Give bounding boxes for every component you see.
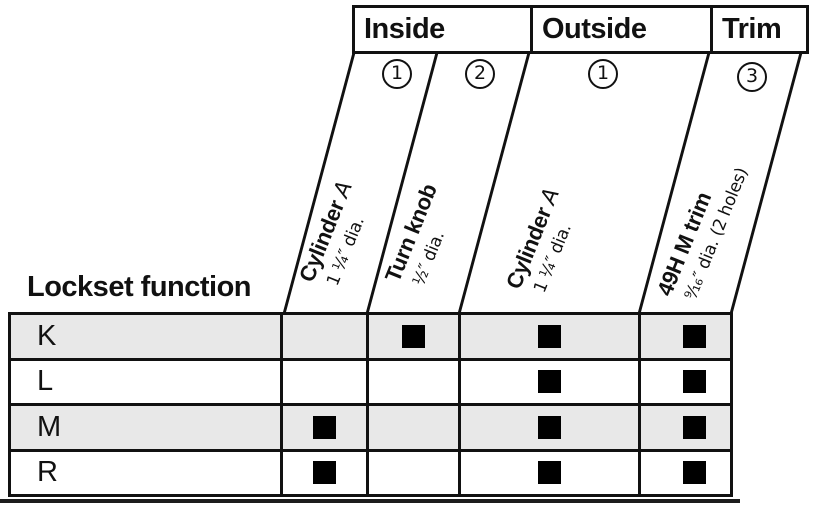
mark-square — [538, 324, 561, 348]
mark-cell — [458, 406, 638, 449]
mark-square — [313, 415, 336, 439]
mark-cell — [638, 360, 730, 403]
mark-cell — [366, 360, 458, 403]
header-trim-label: Trim — [722, 13, 782, 45]
mark-square — [402, 324, 425, 348]
header-inside-label: Inside — [364, 13, 445, 45]
circled-number-trim-3: 3 — [737, 62, 767, 92]
mark-square — [683, 324, 706, 348]
mark-cell — [283, 315, 366, 358]
mark-cell — [366, 451, 458, 494]
header-trim: Trim — [710, 5, 809, 54]
table-row-r: R — [11, 448, 730, 494]
circled-number-outside-1: 1 — [588, 59, 618, 89]
mark-cell — [458, 315, 638, 358]
mark-cell — [638, 406, 730, 449]
function-cell: M — [11, 406, 283, 449]
header-outside: Outside — [530, 5, 713, 54]
header-outside-label: Outside — [542, 13, 647, 45]
table-row-l: L — [11, 357, 730, 403]
mark-square — [313, 461, 336, 485]
mark-square — [683, 415, 706, 439]
mark-cell — [458, 360, 638, 403]
mark-cell — [366, 315, 458, 358]
mark-cell — [458, 451, 638, 494]
mark-square — [538, 461, 561, 485]
circled-number-inside-1: 1 — [382, 59, 412, 89]
lockset-function-label: Lockset function — [27, 271, 252, 303]
mark-square — [683, 461, 706, 485]
mark-square — [538, 415, 561, 439]
function-cell: K — [11, 315, 283, 358]
mark-square — [538, 370, 561, 394]
table-row-m: M — [11, 403, 730, 449]
mark-cell — [366, 406, 458, 449]
function-cell: R — [11, 451, 283, 494]
function-cell: L — [11, 360, 283, 403]
circled-number-inside-2: 2 — [465, 59, 495, 89]
mark-cell — [283, 406, 366, 449]
bottom-rule — [0, 499, 740, 503]
mark-square — [683, 370, 706, 394]
mark-cell — [283, 360, 366, 403]
mark-cell — [283, 451, 366, 494]
mark-cell — [638, 315, 730, 358]
lockset-function-table: K L M R — [8, 312, 733, 497]
table-row-k: K — [11, 315, 730, 358]
mark-cell — [638, 451, 730, 494]
header-inside: Inside — [352, 5, 533, 54]
